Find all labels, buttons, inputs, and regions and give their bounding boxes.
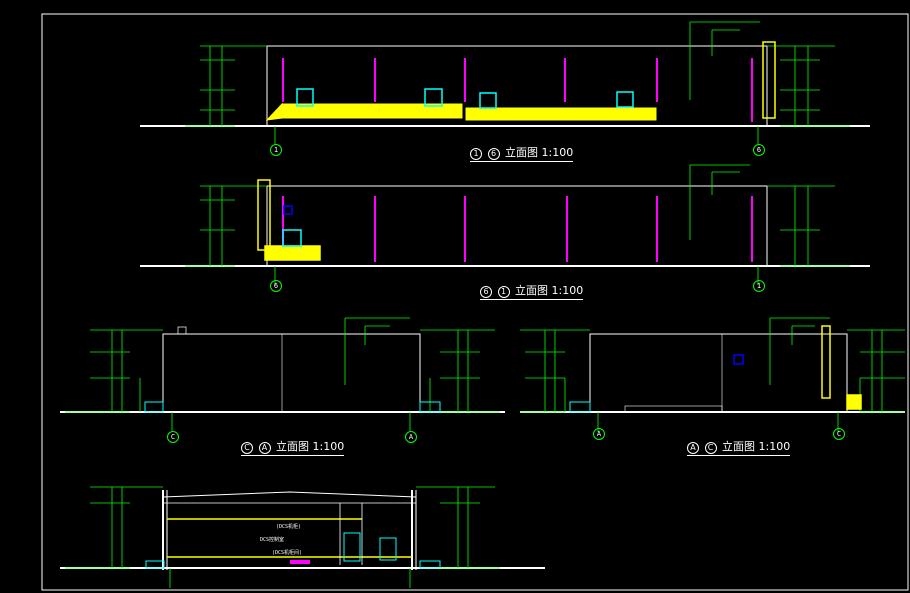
axis-bubble: A (593, 428, 605, 440)
axis-bubble: 6 (270, 280, 282, 292)
drawing-frame (41, 13, 909, 591)
axis-bubble: 1 (753, 280, 765, 292)
axis-bubble: A (405, 431, 417, 443)
section-label-room3: (DCS机柜间) (272, 550, 303, 556)
elevation-1-6 (140, 21, 870, 145)
axis-bubble: 6 (753, 144, 765, 156)
axis-bubble: C (167, 431, 179, 443)
elevation-C-A (60, 317, 505, 432)
section-label-room1: (DCS机柜) (276, 524, 302, 530)
drawing-title-C-A: C A 立面图 1:100 (241, 438, 345, 456)
section-label-room2: DCS控制室 (260, 537, 285, 543)
axis-bubble: 1 (270, 144, 282, 156)
elevation-6-1 (140, 164, 870, 285)
elevation-A-C (520, 317, 905, 432)
drawing-title-6-1: 6 1 立面图 1:100 (480, 282, 584, 300)
section-drawing (60, 486, 545, 588)
drawing-title-1-6: 1 6 立面图 1:100 (470, 144, 574, 162)
drawing-title-A-C: A C 立面图 1:100 (687, 438, 791, 456)
axis-bubble: C (833, 428, 845, 440)
